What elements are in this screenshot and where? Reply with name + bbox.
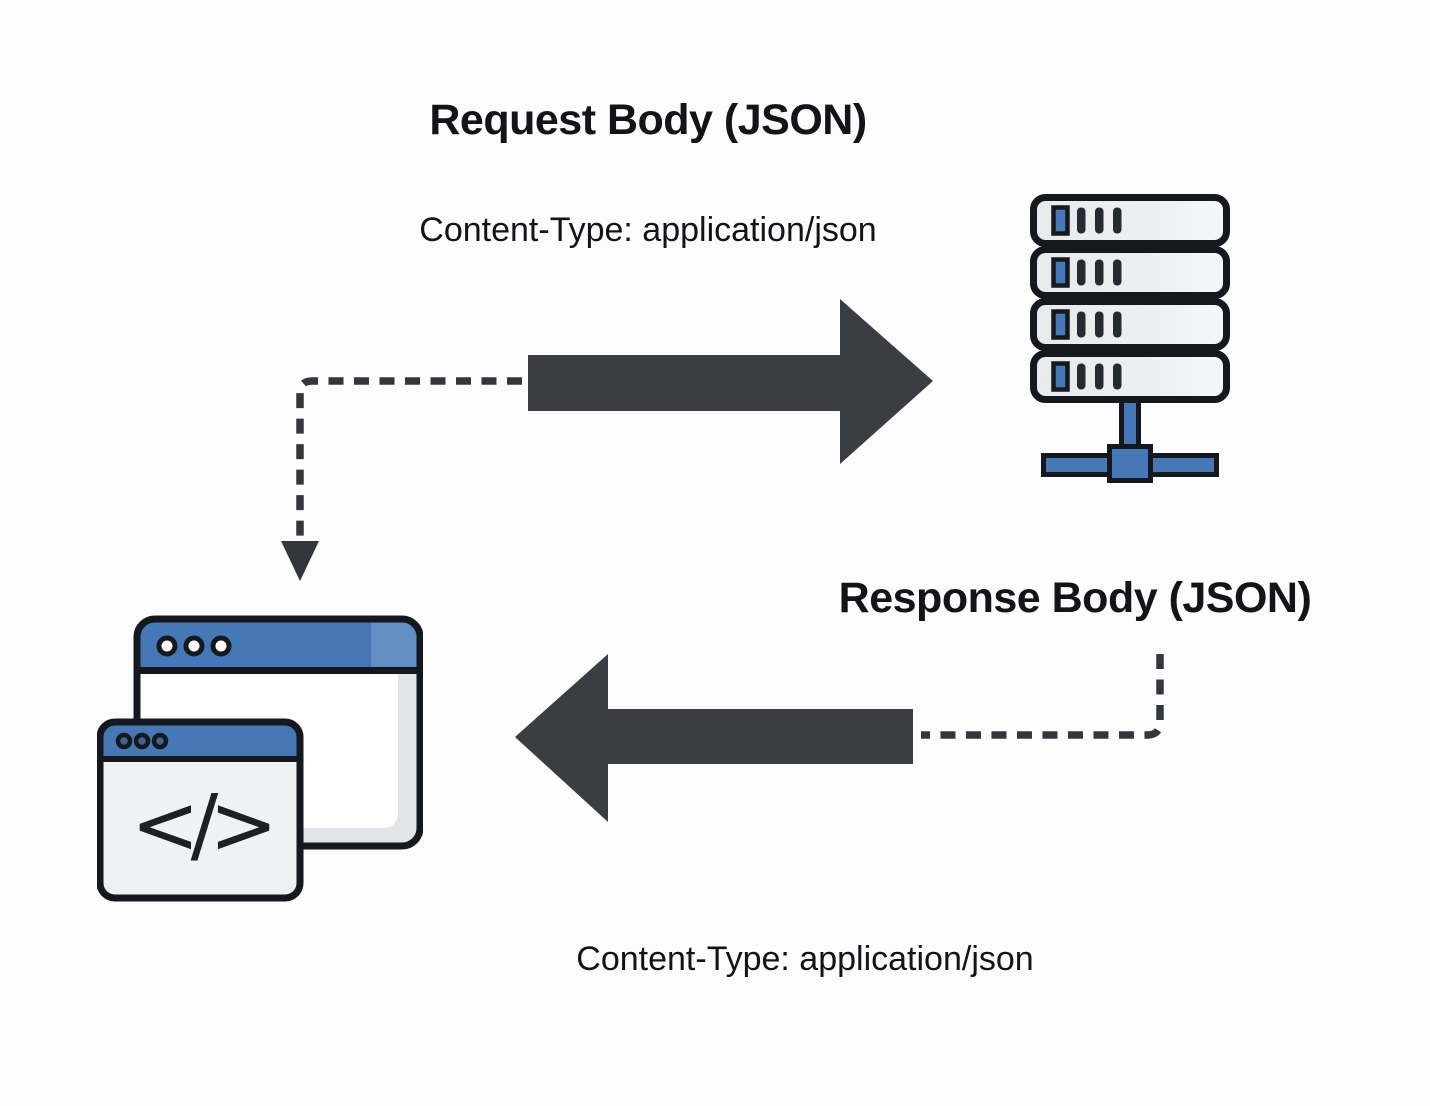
request-content-type-label: Content-Type: application/json [419,211,877,249]
window-dot-icon [133,732,151,750]
server-stand-hub [1107,444,1153,483]
window-dot-icon [183,635,205,657]
response-title: Response Body (JSON) [838,574,1312,622]
server-unit [1030,350,1230,403]
front-code-window [97,718,304,902]
request-down-arrowhead-icon [281,541,319,581]
window-dot-icon [151,732,169,750]
client-browser-icon [97,615,423,902]
response-content-type-label: Content-Type: application/json [576,940,1034,978]
window-dot-icon [156,635,178,657]
request-dashed-connector [296,377,522,538]
server-unit [1030,194,1230,247]
window-dot-icon [115,732,133,750]
server-icon [1030,194,1230,483]
response-dashed-connector [921,654,1164,739]
code-icon: </> [130,778,278,873]
window-dot-icon [210,635,232,657]
response-left-arrow-icon [515,654,913,822]
server-unit [1030,298,1230,351]
request-title: Request Body (JSON) [429,96,867,144]
request-right-arrow-icon [528,299,933,464]
server-unit [1030,246,1230,299]
